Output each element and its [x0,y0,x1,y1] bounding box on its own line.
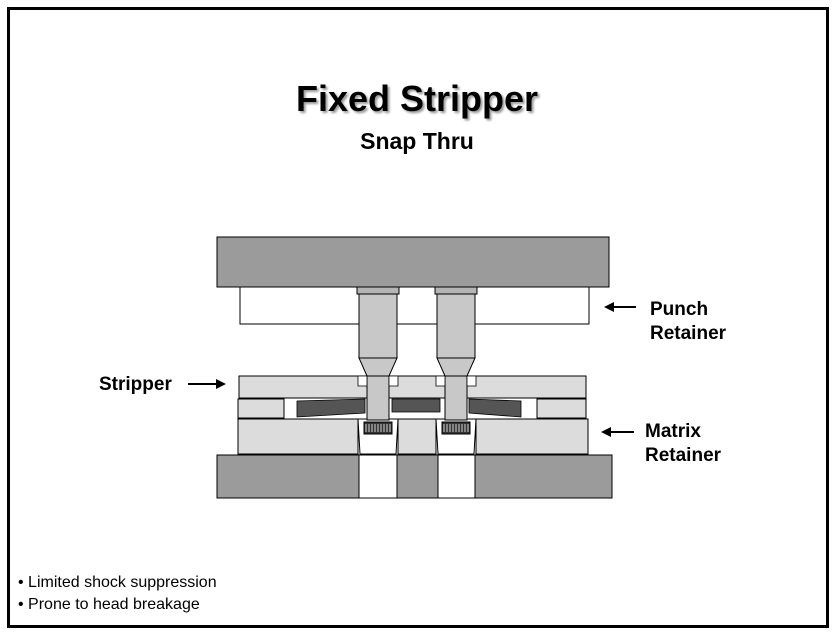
bullet-list: • Limited shock suppression • Prone to h… [18,572,217,616]
sheet-material-left [296,398,366,418]
bottom-plate-left [216,454,360,499]
sheet-material-right [468,398,522,418]
bottom-hole-right [437,454,476,499]
bullet-item: • Limited shock suppression [18,574,217,591]
spacer-right [536,398,587,419]
punch-left [356,286,400,435]
top-plate [216,236,610,288]
label-matrix-retainer-line1: Matrix [645,421,701,442]
bottom-plate-center [396,454,439,499]
page-subtitle: Snap Thru [360,128,474,154]
page-title: Fixed Stripper [295,78,539,119]
label-stripper: Stripper [99,374,172,395]
arrow-punch-retainer [604,302,636,312]
bottom-hole-left [358,454,398,499]
label-punch-retainer-line2: Retainer [650,323,727,344]
label-punch-retainer: Punch Retainer [650,298,726,346]
spacer-left [237,398,285,419]
punch-retainer-block [239,286,590,325]
sheet-material-middle [391,398,441,413]
label-punch-retainer-line1: Punch [650,299,709,320]
arrow-stripper [188,379,226,389]
punch-right [434,286,478,435]
matrix-retainer-left [237,418,359,455]
matrix-retainer-right [475,418,589,455]
arrow-matrix-retainer [601,427,634,437]
label-matrix-retainer: Matrix Retainer [645,420,721,468]
bottom-plate-right [474,454,613,499]
bullet-item: • Prone to head breakage [18,596,200,613]
matrix-retainer-center [397,418,437,455]
label-matrix-retainer-line2: Retainer [645,445,722,466]
stripper-plate [238,375,587,399]
